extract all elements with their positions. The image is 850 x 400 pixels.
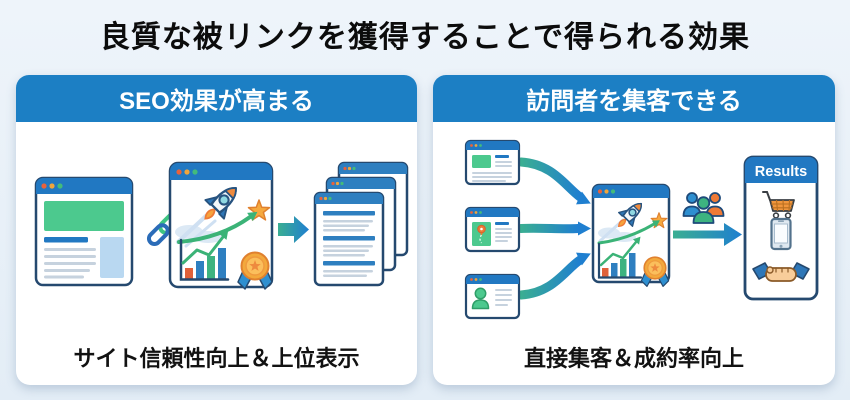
results-panel: Results — [743, 155, 819, 301]
search-results-stack — [313, 161, 409, 287]
seo-effect-panel: SEO効果が高まる — [16, 75, 417, 385]
seo-panel-illustration — [34, 161, 409, 290]
visitors-panel-header: 訪問者を集客できる — [433, 75, 835, 122]
smartphone-icon — [770, 217, 792, 251]
star-icon — [247, 199, 271, 221]
boosted-site-window — [168, 161, 274, 290]
visitors-group-icon — [682, 192, 725, 224]
handshake-icon — [752, 262, 810, 282]
growth-swoosh-arrowhead — [247, 211, 258, 222]
seo-panel-caption: サイト信頼性向上＆上位表示 — [73, 346, 360, 371]
map-site-window — [464, 206, 521, 253]
growth-swoosh-arrowhead — [651, 220, 660, 228]
visitors-panel-illustration: Results — [464, 139, 819, 320]
growth-chart-icon — [597, 236, 643, 279]
curved-flow-arrows — [516, 157, 591, 300]
person-icon — [471, 287, 490, 310]
results-label: Results — [755, 164, 807, 180]
growth-swoosh-arrow — [177, 215, 252, 244]
growth-swoosh-arrow — [597, 222, 656, 245]
profile-site-window — [464, 273, 521, 320]
page-title: 良質な被リンクを獲得することで得られる効果 — [99, 21, 751, 54]
visitors-panel-caption: 直接集客＆成約率向上 — [523, 346, 744, 371]
visitors-panel: 訪問者を集客できる — [433, 75, 835, 385]
star-icon — [650, 212, 668, 229]
growth-chart-icon — [179, 230, 230, 281]
right-arrow-icon — [278, 216, 309, 243]
medal-icon — [237, 251, 273, 290]
rocket-icon — [617, 202, 643, 228]
medal-icon — [640, 256, 670, 288]
right-arrow-icon — [673, 223, 742, 246]
cart-icon — [762, 191, 795, 219]
rocket-icon — [204, 187, 237, 220]
referring-site-window — [34, 176, 134, 287]
boosted-site-window — [591, 183, 671, 288]
seo-panel-header: SEO効果が高まる — [16, 75, 417, 122]
article-site-window — [464, 139, 521, 186]
